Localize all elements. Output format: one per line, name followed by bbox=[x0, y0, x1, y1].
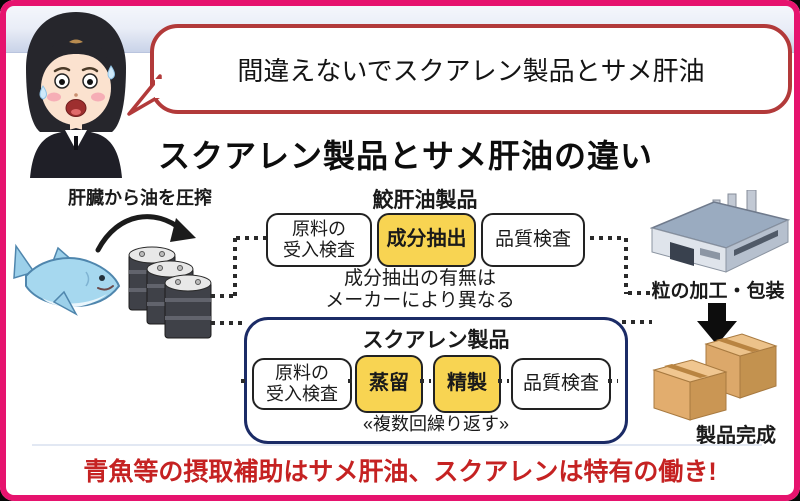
factory-icon bbox=[650, 190, 790, 273]
step-component-extraction: 成分抽出 bbox=[377, 213, 476, 267]
dotted-connector bbox=[581, 236, 626, 240]
extraction-note-line1: 成分抽出の有無は bbox=[343, 268, 496, 289]
cardboard-boxes-icon bbox=[652, 333, 778, 421]
speech-bubble: 間違えないでスクアレン製品とサメ肝油 bbox=[127, 24, 792, 116]
speech-bubble-text: 間違えないでスクアレン製品とサメ肝油 bbox=[237, 55, 705, 86]
oil-drums-icon bbox=[128, 246, 212, 339]
step-quality-inspection: 品質検査 bbox=[481, 213, 585, 267]
shark-icon bbox=[13, 243, 121, 316]
repeat-note: «複数回繰り返す» bbox=[362, 414, 510, 434]
step-refining: 精製 bbox=[433, 355, 501, 413]
dotted-connector bbox=[241, 379, 249, 383]
dotted-connector bbox=[211, 294, 237, 298]
footer-message: 青魚等の摂取補助はサメ肝油、スクアレンは特有の働き! bbox=[83, 458, 717, 486]
dotted-connector bbox=[624, 238, 628, 294]
product-complete-caption: 製品完成 bbox=[696, 425, 776, 447]
worried-woman-icon bbox=[26, 12, 126, 178]
dotted-connector bbox=[236, 236, 266, 240]
down-arrow-icon bbox=[697, 303, 737, 345]
page-title: スクアレン製品とサメ肝油の違い bbox=[158, 138, 654, 174]
dotted-connector bbox=[622, 320, 652, 324]
dotted-connector bbox=[472, 236, 481, 240]
dotted-connector bbox=[211, 321, 247, 325]
step-raw-material-inspection: 原料の 受入検査 bbox=[252, 358, 352, 410]
dotted-connector bbox=[498, 379, 509, 383]
divider-line bbox=[32, 444, 762, 446]
shark-oil-flow-title: 鮫肝油製品 bbox=[372, 189, 478, 212]
dotted-connector bbox=[233, 238, 237, 298]
step-raw-material-inspection: 原料の 受入検査 bbox=[266, 213, 372, 267]
granule-packaging-caption: 粒の加工・包装 bbox=[651, 281, 785, 302]
dotted-connector bbox=[368, 236, 377, 240]
squalene-flow-title: スクアレン製品 bbox=[362, 329, 510, 352]
curved-arrow-icon bbox=[95, 214, 196, 253]
dotted-connector bbox=[628, 291, 654, 295]
extraction-note-line2: メーカーにより異なる bbox=[325, 290, 515, 311]
dotted-connector bbox=[348, 379, 356, 383]
step-quality-inspection: 品質検査 bbox=[511, 358, 611, 410]
dotted-connector bbox=[420, 379, 431, 383]
step-distillation: 蒸留 bbox=[355, 355, 423, 413]
press-oil-caption: 肝臓から油を圧搾 bbox=[68, 188, 212, 208]
speech-bubble-tail-icon bbox=[127, 74, 163, 116]
squalene-flow-panel: スクアレン製品 原料の 受入検査 蒸留 精製 品質検査 «複数回繰り返す» bbox=[241, 317, 628, 444]
dotted-connector bbox=[608, 379, 618, 383]
